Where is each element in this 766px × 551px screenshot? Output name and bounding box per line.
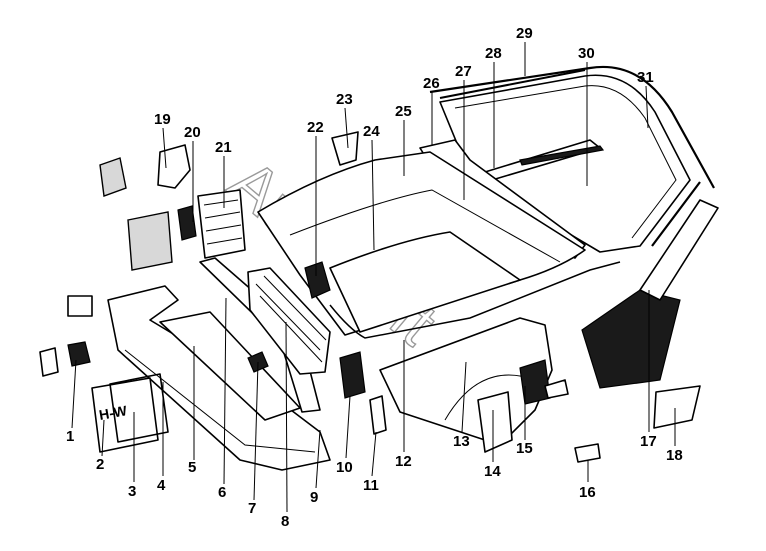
mounting-bracket bbox=[653, 385, 701, 429]
callout-1: 1 bbox=[66, 428, 74, 445]
callout-19: 19 bbox=[154, 111, 171, 128]
callout-23: 23 bbox=[336, 91, 353, 108]
callout-28: 28 bbox=[485, 45, 502, 62]
callout-16: 16 bbox=[579, 484, 596, 501]
callout-17: 17 bbox=[640, 433, 657, 450]
indicator-lamp bbox=[177, 205, 197, 241]
windshield-moulding bbox=[429, 65, 715, 247]
callout-26: 26 bbox=[423, 75, 440, 92]
small-lamp bbox=[39, 347, 59, 377]
callout-11: 11 bbox=[363, 477, 379, 494]
callout-4: 4 bbox=[157, 477, 166, 494]
callout-21: 21 bbox=[215, 139, 232, 156]
callout-27: 27 bbox=[455, 63, 472, 80]
callout-24: 24 bbox=[363, 123, 380, 140]
bonnet-crease bbox=[289, 189, 561, 263]
mud-flap bbox=[477, 391, 513, 453]
callout-18: 18 bbox=[666, 447, 683, 464]
license-plate-bracket bbox=[109, 373, 169, 443]
latch-mechanism bbox=[339, 351, 366, 399]
callout-2: 2 bbox=[96, 456, 104, 473]
callout-13: 13 bbox=[453, 433, 470, 450]
clip-part bbox=[67, 295, 93, 317]
horn bbox=[67, 341, 91, 367]
callout-31: 31 bbox=[637, 69, 654, 86]
callout-3: 3 bbox=[128, 483, 136, 500]
headlight-bracket bbox=[157, 144, 191, 189]
callout-29: 29 bbox=[516, 25, 533, 42]
wiper-blade bbox=[519, 145, 605, 166]
callout-labels: 1 2 3 4 5 6 7 8 9 10 11 12 13 14 15 16 1… bbox=[66, 25, 683, 530]
callout-6: 6 bbox=[218, 484, 226, 501]
callout-30: 30 bbox=[578, 45, 595, 62]
callout-8: 8 bbox=[281, 513, 289, 530]
callout-25: 25 bbox=[395, 103, 412, 120]
callout-10: 10 bbox=[336, 459, 353, 476]
license-plate bbox=[91, 377, 159, 453]
bonnet-release-cable bbox=[329, 261, 621, 339]
a-pillar bbox=[639, 199, 719, 301]
bonnet-hinge bbox=[331, 131, 359, 166]
callout-20: 20 bbox=[184, 124, 201, 141]
callout-14: 14 bbox=[484, 463, 501, 480]
headlight-unit bbox=[197, 189, 246, 259]
bumper-lower-strip bbox=[124, 349, 316, 453]
bonnet-insulation bbox=[329, 231, 521, 333]
grille-slats bbox=[255, 275, 327, 363]
side-reflector bbox=[544, 379, 569, 399]
windshield-inner-line bbox=[454, 85, 677, 239]
fog-lamp-housing bbox=[127, 211, 173, 271]
side-marker-lamp bbox=[99, 157, 127, 197]
callout-12: 12 bbox=[395, 453, 412, 470]
latch-link bbox=[369, 395, 387, 435]
callout-15: 15 bbox=[516, 440, 533, 457]
callout-9: 9 bbox=[310, 489, 318, 506]
callout-5: 5 bbox=[188, 459, 196, 476]
windshield-glass bbox=[439, 74, 691, 253]
headlight-lens-grid bbox=[203, 199, 243, 245]
callout-22: 22 bbox=[307, 119, 324, 136]
inner-wing-panel bbox=[581, 289, 681, 389]
radiator-grille bbox=[247, 267, 331, 375]
callout-7: 7 bbox=[248, 500, 256, 517]
leader-lines bbox=[71, 42, 676, 513]
repeater-lamp bbox=[574, 443, 601, 463]
